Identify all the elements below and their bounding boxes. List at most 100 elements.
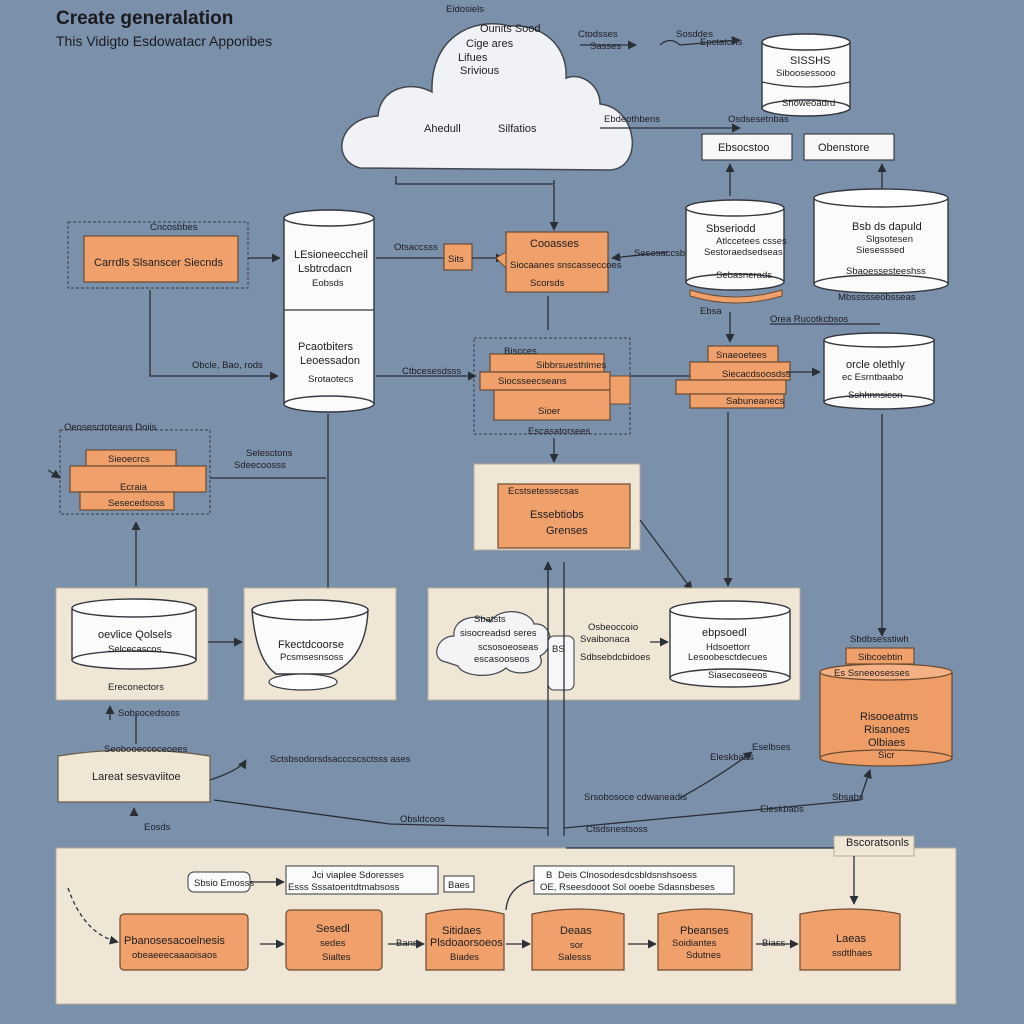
top-cyl-l2: Siboosessooo bbox=[776, 68, 836, 79]
bottom-box-5[interactable]: Pbeanses Soidiantes Sdutnes bbox=[657, 908, 753, 971]
left-stack-l3: Sesecedsoss bbox=[108, 498, 165, 509]
orange-cyl-top2: Sibcoebtin bbox=[858, 652, 902, 663]
right-cyl2-l2: ec Esrntbaabo bbox=[842, 372, 903, 383]
orange-mid-l2: Siocaanes snscasseccoes bbox=[510, 260, 622, 271]
top-label-4: Epctatons bbox=[700, 37, 742, 48]
panel-c-cloud-l1: Sbatsts bbox=[474, 614, 506, 625]
stack-center-below: Escasatorsees bbox=[528, 426, 591, 437]
bottom-box-4-l3: Salesss bbox=[558, 952, 592, 963]
link-leftstack-in bbox=[47, 469, 61, 479]
link-dashed-in bbox=[67, 887, 119, 945]
bottom-box-6-l1: Laeas bbox=[836, 933, 866, 945]
right-cylinder-2[interactable]: orcle olethly ec Esrntbaabo Sshhnnsicon bbox=[823, 332, 935, 410]
link-note-right bbox=[505, 879, 535, 911]
tall-cyl-l2: Lsbtrcdacn bbox=[298, 263, 352, 275]
note-left[interactable]: Jci viaplee Sdoresses Esss Sssatoentdtma… bbox=[285, 865, 439, 895]
bottom-box-3-l3: Biades bbox=[450, 952, 479, 963]
stack-center-l2: Sibbrsuesthlmes bbox=[536, 360, 606, 371]
small-box-a[interactable]: Ebsocstoo bbox=[701, 133, 793, 161]
panel-c-cloud[interactable]: Sbatsts sisocreadsd seres scsosoeoseas e… bbox=[436, 611, 551, 676]
bottom-box-1-l1: Pbanosesacoelnesis bbox=[124, 935, 225, 947]
bs-tag-label: BS bbox=[552, 644, 565, 655]
tall-cyl-l5: Leoessadon bbox=[300, 355, 360, 367]
note-left-tag[interactable]: Sbsio Emosss bbox=[187, 871, 254, 893]
panel-c-mid-l2: Svaibonaca bbox=[580, 634, 630, 645]
cloud-label-4: Srivious bbox=[460, 65, 500, 77]
latest-box-top: Seobooeccoceoees bbox=[104, 744, 188, 755]
stack-center-l4: Sioer bbox=[538, 406, 560, 417]
stack-center-l1: Biscces bbox=[504, 346, 537, 357]
bowl-l1: Fkectdcoorse bbox=[278, 639, 344, 651]
bottom-box-4-l1: Deaas bbox=[560, 925, 592, 937]
panel-a-cylinder[interactable]: oevlice Qolsels Selcecascos bbox=[71, 598, 197, 670]
top-cylinder[interactable]: SISSHS Siboosessooo Showeoadrd bbox=[761, 33, 851, 117]
bottom-box-3-l2: Plsdoaorsoeos bbox=[430, 937, 503, 949]
link-ann4 bbox=[679, 751, 753, 799]
bottom-panel-title: Bscoratsonls bbox=[846, 837, 909, 849]
tall-cyl-l4: Pcaotbiters bbox=[298, 341, 354, 353]
tall-cylinder[interactable]: LEsioneeccheil Lsbtrcdacn Eobsds Pcaotbi… bbox=[283, 209, 375, 413]
bs-tag[interactable]: BS bbox=[547, 635, 575, 691]
bottom-box-2-l2: sedes bbox=[320, 938, 346, 949]
link-latest-annotation bbox=[209, 759, 247, 781]
annotation-5: Obsldcoos bbox=[400, 814, 445, 825]
connector-label-6: Sesosaccsbs bbox=[634, 248, 690, 259]
annotation-3: Eosds bbox=[144, 822, 171, 833]
bottom-box-2[interactable]: Sesedl sedes Sialtes bbox=[285, 909, 383, 971]
annotation-10: Eleskbabs bbox=[760, 804, 804, 815]
annotation-7: Ctsdsnestsoss bbox=[586, 824, 648, 835]
right-cylinder[interactable]: Bsb ds dapuld Slgsotesen Siesesssed Sbao… bbox=[813, 188, 949, 294]
center-box-l2: Essebtiobs bbox=[530, 509, 584, 521]
panel-c-mid-l3: Sdbsebdcbidoes bbox=[580, 652, 650, 663]
panel-c-mid: Osbeoccoio Svaibonaca Sdbsebdcbidoes bbox=[580, 622, 650, 663]
bottom-box-6-l2: ssdtlhaes bbox=[832, 948, 872, 959]
small-box-b[interactable]: Obenstore bbox=[803, 133, 895, 161]
bottom-box-6[interactable]: Laeas ssdtlhaes bbox=[799, 908, 901, 971]
tall-cyl-l1: LEsioneeccheil bbox=[294, 249, 368, 261]
bottom-box-1[interactable]: Pbanosesacoelnesis obeaeeecaaaoisaos bbox=[119, 913, 249, 971]
orange-mid-node[interactable]: Cooasses Siocaanes snscasseccoes Scorsds bbox=[495, 231, 622, 293]
right-stack[interactable]: Snaeoetees Siecacdsoosdss Sabuneanecs bbox=[675, 345, 791, 409]
orange-cylinder[interactable]: Sbdbsesstiwh Sibcoebtin Es Ssneeosesses … bbox=[819, 634, 953, 767]
link-latest-to-bs bbox=[213, 799, 549, 829]
orange-cyl-l2: Risanoes bbox=[864, 724, 910, 736]
bottom-box-3[interactable]: Sitidaes Plsdoaorsoeos Biades bbox=[425, 908, 505, 971]
panel-c-cylinder[interactable]: ebpsoedl Hdsoettorr Lesoobesctdecues Sia… bbox=[669, 600, 791, 688]
cloud-label-1: Ounits Sood bbox=[480, 23, 541, 35]
latest-box[interactable]: Seobooeccoceoees Lareat sesvaviitoe bbox=[57, 744, 211, 803]
top-label-5: Sasses bbox=[590, 41, 621, 52]
bottom-box-1-l2: obeaeeecaaaoisaos bbox=[132, 950, 217, 961]
stack-center-l3: Siocsseecseans bbox=[498, 376, 567, 387]
note-right[interactable]: B Deis Clnosodesdcsbldsnshsoess OE, Rsee… bbox=[533, 865, 735, 895]
bowl-node[interactable]: Fkectdcoorse Pcsmsesnsoss bbox=[251, 599, 369, 691]
bottom-box-2-l3: Sialtes bbox=[322, 952, 351, 963]
note-right-l2: OE, Rseesdooot Sol ooebe Sdasnsbeses bbox=[540, 882, 715, 893]
note-left-l1: Jci viaplee Sdoresses bbox=[312, 870, 404, 881]
panel-c-cloud-l2: sisocreadsd seres bbox=[460, 628, 537, 639]
panel-a-below: Ereconectors bbox=[108, 682, 164, 693]
mid-cylinder[interactable]: Sbseriodd Atlccetees csses Sestoraedseds… bbox=[685, 199, 787, 291]
panel-a-cyl-l2: Selcecascos bbox=[108, 644, 162, 655]
link-bs-to-orange-cyl bbox=[563, 769, 872, 829]
center-box[interactable]: Ecstsetessecsas Essebtiobs Grenses bbox=[473, 463, 641, 551]
note-left-tag-2[interactable]: Baes bbox=[443, 875, 475, 893]
sits-box[interactable] bbox=[443, 243, 473, 271]
left-service-group[interactable]: Cncosbbes Carrdls Slsanscer Siecnds bbox=[67, 221, 249, 289]
note-left-l2: Esss Sssatoentdtmabsoss bbox=[288, 882, 400, 893]
cloud-node[interactable]: Ounits Sood Cige ares Lifues Srivious Ah… bbox=[341, 23, 633, 171]
page-subtitle: This Vidigto Esdowatacr Apporibes bbox=[56, 33, 272, 49]
mid-cyl-l2: Atlccetees csses bbox=[716, 236, 787, 247]
bottom-box-4[interactable]: Deaas sor Salesss bbox=[531, 908, 625, 971]
latest-box-label: Lareat sesvaviitoe bbox=[92, 771, 181, 783]
small-box-b-label: Obenstore bbox=[818, 142, 869, 154]
bottom-box-4-l2: sor bbox=[570, 940, 583, 951]
center-box-l1: Ecstsetessecsas bbox=[508, 486, 579, 497]
small-box-a-label: Ebsocstoo bbox=[718, 142, 769, 154]
right-cyl-l3: Siesesssed bbox=[856, 245, 905, 256]
left-stack-caption: Selesctons bbox=[246, 448, 293, 459]
center-stack[interactable]: Biscces Sibbrsuesthlmes Siocsseecseans S… bbox=[473, 337, 631, 437]
panel-c-cyl-l2: Hdsoettorr bbox=[706, 642, 750, 653]
link-cyl-to-orange bbox=[611, 251, 669, 262]
left-stack[interactable]: Oeosesctoteans Doiis Sieoecrcs Ecraia Se… bbox=[59, 422, 211, 515]
